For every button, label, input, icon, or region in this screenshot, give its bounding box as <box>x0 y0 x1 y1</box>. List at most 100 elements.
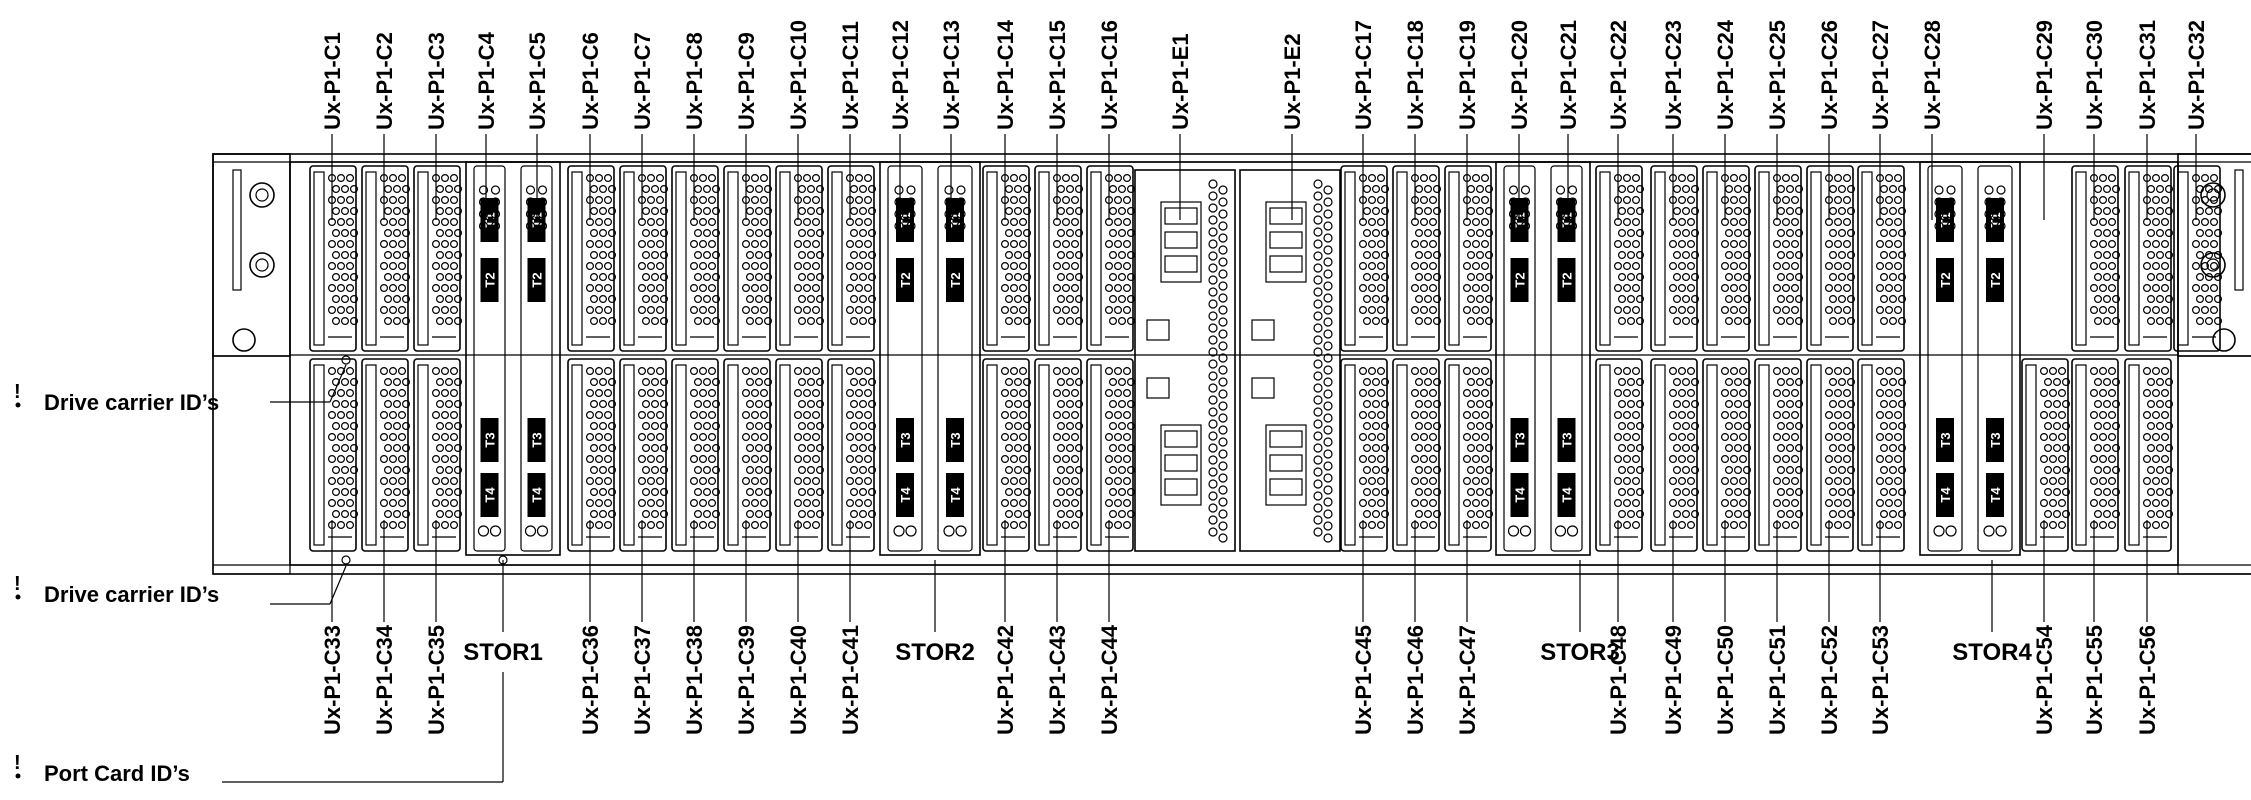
top-label-ux-p1-e1: Ux-P1-E1 <box>1168 33 1193 130</box>
drive-carrier-Ux-P1-C27[interactable] <box>1857 165 1906 352</box>
callout-port-card: Port Card ID’s <box>44 761 190 786</box>
port-card-tab <box>896 473 914 517</box>
top-label-ux-p1-c13: Ux-P1-C13 <box>939 20 964 130</box>
port-card-tab-label: T2 <box>898 272 913 287</box>
drive-carrier-Ux-P1-C53[interactable] <box>1857 358 1906 552</box>
drive-carrier-Ux-P1-C3[interactable] <box>413 165 463 352</box>
drive-carrier-Ux-P1-C39[interactable] <box>723 358 772 552</box>
bottom-label-ux-p1-c52: Ux-P1-C52 <box>1817 625 1842 735</box>
drive-carrier-Ux-P1-C38[interactable] <box>671 358 720 552</box>
port-card-tab <box>1986 473 2004 517</box>
drive-carrier-Ux-P1-C18[interactable] <box>1392 165 1441 352</box>
drive-carrier-Ux-P1-C30[interactable] <box>2071 165 2121 352</box>
port-card-tab-label: T4 <box>1988 487 2003 503</box>
drive-carrier-Ux-P1-C50[interactable] <box>1702 358 1751 552</box>
bottom-label-ux-p1-c35: Ux-P1-C35 <box>424 625 449 735</box>
drive-carrier-Ux-P1-C6[interactable] <box>567 165 616 352</box>
drive-carrier-Ux-P1-C46[interactable] <box>1392 358 1441 552</box>
port-card-tab-label: T3 <box>483 432 498 447</box>
right-ear-hole-icon <box>2212 328 2236 352</box>
drive-carrier-Ux-P1-C33[interactable] <box>309 358 359 552</box>
bottom-label-ux-p1-c51: Ux-P1-C51 <box>1765 625 1790 735</box>
bottom-label-ux-p1-c55: Ux-P1-C55 <box>2082 625 2107 735</box>
drive-carrier-Ux-P1-C40[interactable] <box>775 358 824 552</box>
drive-carrier-Ux-P1-C2[interactable] <box>361 165 411 352</box>
top-label-ux-p1-c27: Ux-P1-C27 <box>1868 20 1893 130</box>
top-label-ux-p1-c3: Ux-P1-C3 <box>424 32 449 130</box>
drive-carrier-Ux-P1-C34[interactable] <box>361 358 411 552</box>
drive-carrier-Ux-P1-C19[interactable] <box>1444 165 1493 352</box>
bottom-label-ux-p1-c39: Ux-P1-C39 <box>734 625 759 735</box>
port-card-tab-label: T4 <box>1560 487 1575 503</box>
front-panel <box>289 161 2179 566</box>
expander-module-e1[interactable] <box>1134 169 1236 552</box>
right-ear-screw-icon <box>2200 182 2226 208</box>
drive-carrier-Ux-P1-C41[interactable] <box>827 358 876 552</box>
drive-carrier-Ux-P1-C56[interactable] <box>2124 358 2174 552</box>
drive-carrier-Ux-P1-C24[interactable] <box>1702 165 1751 352</box>
port-card-tab-label: T2 <box>1938 272 1953 287</box>
bottom-label-ux-p1-c47: Ux-P1-C47 <box>1455 625 1480 735</box>
port-card-tab-label: T2 <box>530 272 545 287</box>
drive-carrier-Ux-P1-C14[interactable] <box>982 165 1031 352</box>
port-card-label-stor1: STOR1 <box>463 639 543 666</box>
expander-module-e2[interactable] <box>1239 169 1341 552</box>
drive-carrier-Ux-P1-C11[interactable] <box>827 165 876 352</box>
drive-carrier-Ux-P1-C8[interactable] <box>671 165 720 352</box>
port-card-tab-label: T1 <box>898 212 913 227</box>
port-card-tab-label: T3 <box>898 432 913 447</box>
drive-carrier-Ux-P1-C54[interactable] <box>2021 358 2071 552</box>
port-card-label-stor2: STOR2 <box>895 639 975 666</box>
drive-carrier-Ux-P1-C31[interactable] <box>2124 165 2174 352</box>
drive-carrier-Ux-P1-C25[interactable] <box>1754 165 1803 352</box>
drive-carrier-Ux-P1-C26[interactable] <box>1806 165 1855 352</box>
callout-marker-lower: ! <box>14 573 21 595</box>
top-label-ux-p1-c14: Ux-P1-C14 <box>993 19 1018 130</box>
port-card-tab-label: T3 <box>948 432 963 447</box>
drive-carrier-Ux-P1-C44[interactable] <box>1086 358 1135 552</box>
drive-carrier-Ux-P1-C47[interactable] <box>1444 358 1493 552</box>
port-card-tab <box>1510 258 1529 302</box>
drive-carrier-Ux-P1-C16[interactable] <box>1086 165 1135 352</box>
drive-carrier-Ux-P1-C42[interactable] <box>982 358 1031 552</box>
drive-carrier-Ux-P1-C37[interactable] <box>619 358 668 552</box>
drive-carrier-Ux-P1-C9[interactable] <box>723 165 772 352</box>
drive-carrier-Ux-P1-C23[interactable] <box>1650 165 1699 352</box>
drive-carrier-Ux-P1-C51[interactable] <box>1754 358 1803 552</box>
drive-carrier-Ux-P1-C17[interactable] <box>1340 165 1389 352</box>
port-card-tab <box>946 258 964 302</box>
drive-carrier-Ux-P1-C49[interactable] <box>1650 358 1699 552</box>
top-label-ux-p1-e2: Ux-P1-E2 <box>1280 33 1305 130</box>
port-card-tab <box>946 418 964 462</box>
port-card-tab <box>896 418 914 462</box>
drive-carrier-Ux-P1-C36[interactable] <box>567 358 616 552</box>
drive-carrier-Ux-P1-C52[interactable] <box>1806 358 1855 552</box>
port-card-tab-label: T1 <box>483 212 498 227</box>
drive-carrier-Ux-P1-C43[interactable] <box>1034 358 1083 552</box>
port-card-tab-label: T4 <box>898 487 913 503</box>
callouts: ! Drive carrier ID’s ! Drive carrier ID’… <box>14 355 508 786</box>
port-card-tab <box>527 473 546 517</box>
drive-carrier-Ux-P1-C1[interactable] <box>309 165 359 352</box>
drive-carrier-Ux-P1-C7[interactable] <box>619 165 668 352</box>
port-card-tab <box>527 418 546 462</box>
port-card-tab <box>1557 258 1576 302</box>
drive-carrier-Ux-P1-C45[interactable] <box>1340 358 1389 552</box>
drive-carrier-Ux-P1-C55[interactable] <box>2071 358 2121 552</box>
top-label-ux-p1-c10: Ux-P1-C10 <box>786 20 811 130</box>
drive-carrier-Ux-P1-C10[interactable] <box>775 165 824 352</box>
bottom-label-ux-p1-c54: Ux-P1-C54 <box>2032 624 2057 735</box>
drive-carrier-Ux-P1-C32[interactable] <box>2173 165 2223 352</box>
drive-carrier-Ux-P1-C22[interactable] <box>1595 165 1644 352</box>
drive-carrier-Ux-P1-C15[interactable] <box>1034 165 1083 352</box>
drive-carrier-Ux-P1-C35[interactable] <box>413 358 463 552</box>
port-card-tab <box>480 473 499 517</box>
drive-carrier-Ux-P1-C48[interactable] <box>1595 358 1644 552</box>
top-label-ux-p1-c29: Ux-P1-C29 <box>2032 20 2057 130</box>
port-card-tab <box>896 258 914 302</box>
